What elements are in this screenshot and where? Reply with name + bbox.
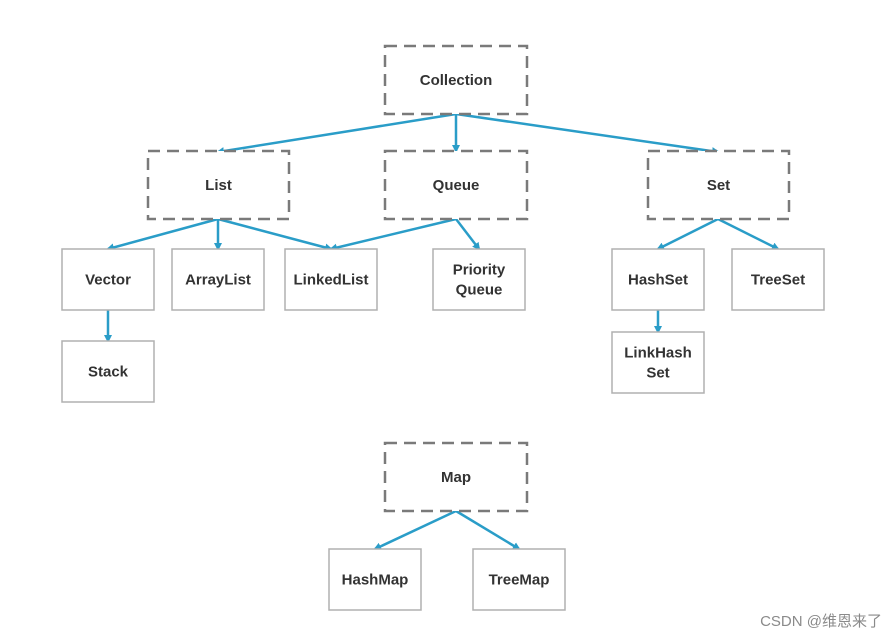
node-queue-box: [383, 149, 529, 221]
node-linkhashset-box: [611, 331, 705, 394]
node-hashmap: HashMap: [328, 548, 422, 611]
node-hashmap-box: [328, 548, 422, 611]
node-list-box: [146, 149, 291, 221]
node-treemap: TreeMap: [472, 548, 566, 611]
node-list-label: List: [205, 177, 232, 194]
edges-layer: [104, 112, 780, 551]
edge-set-to-treeset: [717, 217, 780, 251]
edge-queue-to-linkedlist: [329, 217, 457, 252]
node-list: List: [146, 149, 291, 221]
node-stack: Stack: [61, 340, 155, 403]
edge-list-to-linkedlist: [217, 217, 333, 252]
edge-set-to-hashset: [656, 217, 719, 251]
edge-queue-to-priorityqueue: [455, 218, 481, 251]
node-vector-label: Vector: [85, 272, 131, 289]
watermark-text: CSDN @维恩来了: [760, 613, 882, 630]
node-vector-box: [61, 248, 155, 311]
node-set-label: Set: [707, 177, 730, 194]
node-vector: Vector: [61, 248, 155, 311]
node-linkedlist-box: [284, 248, 378, 311]
node-priorityqueue-label: Queue: [456, 282, 503, 299]
node-linkedlist: LinkedList: [284, 248, 378, 311]
edge-list-to-vector: [106, 217, 219, 252]
node-hashset-box: [611, 248, 705, 311]
node-queue-label: Queue: [433, 177, 480, 194]
node-collection-box: [383, 44, 529, 116]
node-collection-label: Collection: [420, 72, 493, 89]
node-set: Set: [646, 149, 791, 221]
node-priorityqueue-box: [432, 248, 526, 311]
node-treeset: TreeSet: [731, 248, 825, 311]
node-arraylist: ArrayList: [171, 248, 265, 311]
node-map-label: Map: [441, 469, 471, 486]
node-linkhashset-label: LinkHash: [624, 345, 692, 362]
node-treeset-box: [731, 248, 825, 311]
node-map: Map: [383, 441, 529, 513]
node-queue: Queue: [383, 149, 529, 221]
node-hashset-label: HashSet: [628, 272, 688, 289]
node-stack-box: [61, 340, 155, 403]
edge-map-to-treemap: [455, 509, 521, 551]
edge-collection-to-list: [216, 112, 457, 156]
node-linkedlist-label: LinkedList: [293, 272, 368, 289]
node-linkhashset-label: Set: [646, 365, 669, 382]
node-priorityqueue-label: Priority: [453, 262, 506, 279]
node-treemap-box: [472, 548, 566, 611]
edge-collection-to-set: [455, 112, 720, 156]
edge-map-to-hashmap: [373, 509, 457, 551]
node-arraylist-box: [171, 248, 265, 311]
node-arraylist-label: ArrayList: [185, 272, 251, 289]
node-set-box: [646, 149, 791, 221]
node-stack-label: Stack: [88, 364, 129, 381]
node-collection: Collection: [383, 44, 529, 116]
node-treeset-label: TreeSet: [751, 272, 805, 289]
node-hashset: HashSet: [611, 248, 705, 311]
node-map-box: [383, 441, 529, 513]
node-treemap-label: TreeMap: [489, 572, 550, 589]
node-hashmap-label: HashMap: [342, 572, 409, 589]
